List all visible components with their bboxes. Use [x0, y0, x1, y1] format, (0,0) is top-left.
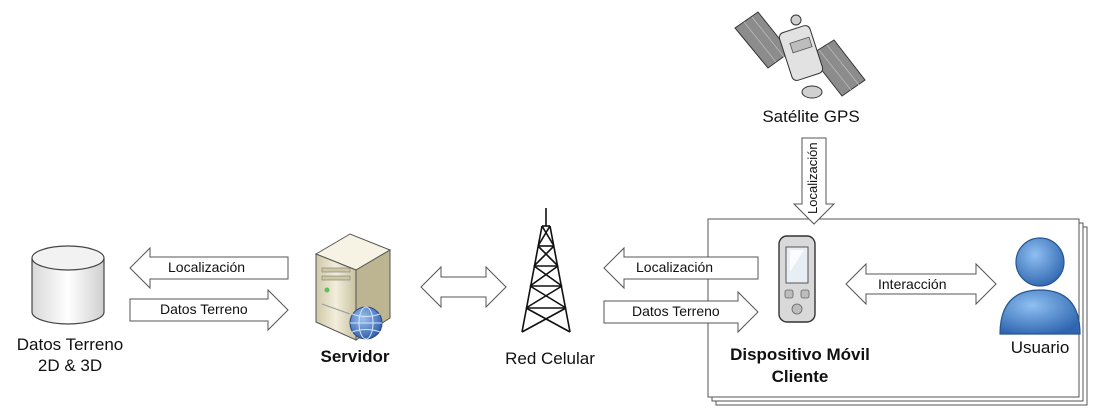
node-red-celular: Red Celular [505, 349, 595, 368]
node-servidor: Servidor [320, 347, 390, 366]
double-arrow-server-tower [420, 265, 507, 309]
node-satelite-gps: Satélite GPS [762, 107, 860, 126]
cell-tower-icon [521, 208, 571, 333]
label-interaccion: Interacción [878, 276, 947, 292]
arrow-localizacion-left [129, 246, 289, 290]
arrow-datos-terreno-left [129, 288, 289, 332]
node-usuario: Usuario [1010, 338, 1070, 357]
double-arrow-interaccion [845, 262, 997, 306]
globe-icon [349, 306, 383, 340]
arrow-localizacion-gps [792, 137, 836, 225]
label-localizacion-gps: Localización [805, 142, 820, 214]
database-icon [31, 245, 105, 325]
arrow-localizacion-right [603, 246, 759, 290]
mobile-device-icon [778, 235, 816, 323]
label-datos-terreno-right: Datos Terreno [632, 303, 720, 319]
label-datos-terreno-left: Datos Terreno [160, 301, 248, 317]
label-localizacion-right: Localización [636, 259, 714, 275]
user-icon [999, 237, 1081, 335]
label-localizacion-left: Localización [168, 259, 246, 275]
node-dispositivo-movil: Dispositivo Móvil Cliente [730, 345, 870, 386]
node-datos-terreno: Datos Terreno 2D & 3D [16, 335, 124, 375]
arrow-datos-terreno-right [603, 290, 759, 334]
satellite-icon [734, 11, 866, 99]
